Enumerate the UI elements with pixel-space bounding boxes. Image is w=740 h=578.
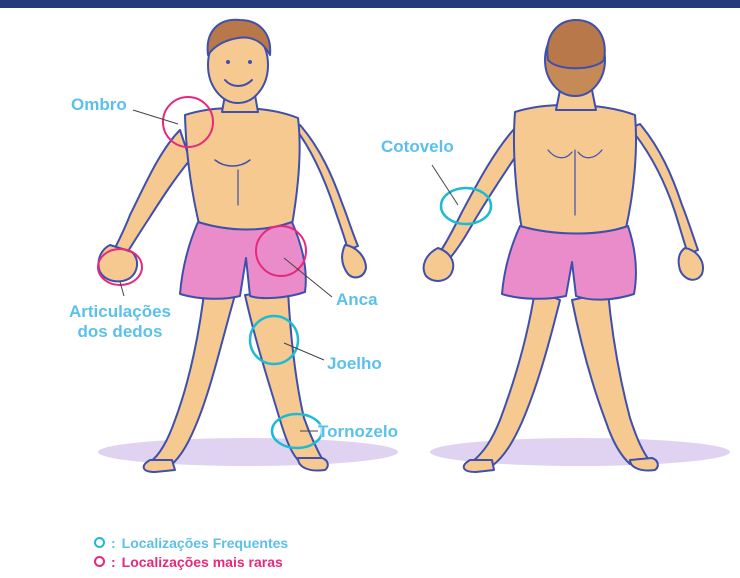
- back-left-hand: [679, 248, 703, 280]
- legend: : Localizações Frequentes : Localizações…: [94, 533, 288, 571]
- label-articulacoes-line2: dos dedos: [55, 322, 185, 342]
- front-left-hand: [342, 245, 366, 277]
- label-anca: Anca: [336, 290, 378, 310]
- front-left-foot: [298, 458, 328, 471]
- elbow-leader: [432, 165, 458, 205]
- frequent-circle-icon: [94, 537, 105, 548]
- front-right-foot: [144, 460, 175, 472]
- back-hair: [547, 20, 604, 68]
- label-articulacoes: Articulações dos dedos: [55, 302, 185, 342]
- label-tornozelo: Tornozelo: [318, 422, 398, 442]
- shoulder-leader: [133, 110, 178, 124]
- legend-frequent-text: Localizações Frequentes: [122, 535, 289, 551]
- legend-frequent-colon: :: [111, 535, 116, 551]
- label-articulacoes-line1: Articulações: [55, 302, 185, 322]
- back-figure: [424, 20, 703, 472]
- front-right-arm: [115, 130, 190, 256]
- back-shorts: [502, 226, 636, 300]
- legend-frequent: : Localizações Frequentes: [94, 533, 288, 552]
- front-floor-shadow: [98, 438, 398, 466]
- legend-rare: : Localizações mais raras: [94, 552, 288, 571]
- front-torso: [185, 108, 300, 234]
- front-left-leg: [245, 290, 325, 464]
- front-left-arm: [295, 125, 358, 250]
- rare-circle-icon: [94, 556, 105, 567]
- label-joelho: Joelho: [327, 354, 382, 374]
- back-left-arm: [630, 124, 698, 254]
- label-ombro: Ombro: [71, 95, 127, 115]
- front-figure: [98, 20, 366, 472]
- label-cotovelo: Cotovelo: [381, 137, 454, 157]
- back-left-foot: [630, 458, 658, 471]
- back-right-foot: [464, 460, 494, 472]
- legend-rare-text: Localizações mais raras: [122, 554, 283, 570]
- legend-rare-colon: :: [111, 554, 116, 570]
